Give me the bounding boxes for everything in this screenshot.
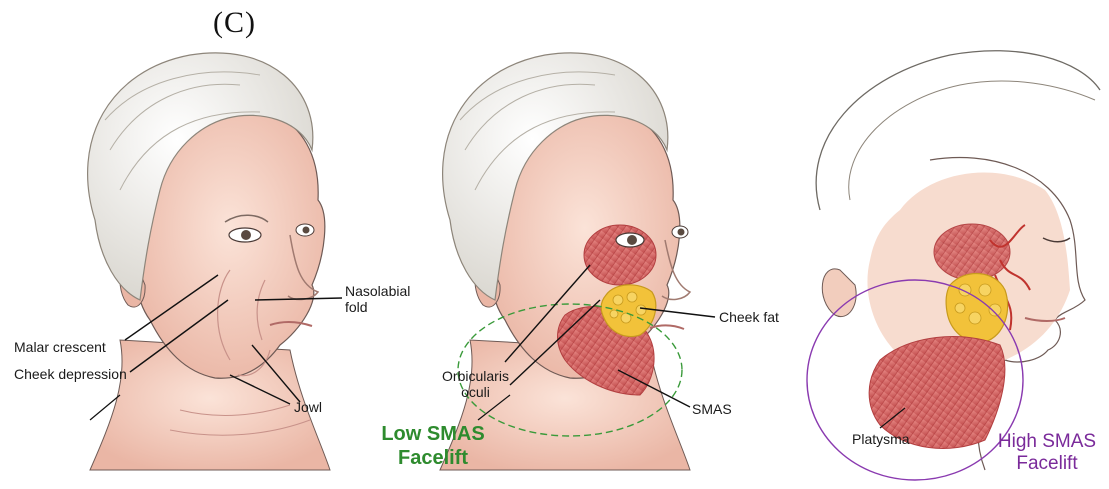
label-fold: fold: [345, 299, 368, 315]
label-smas: SMAS: [692, 401, 732, 417]
panel-label: (C): [213, 6, 256, 40]
label-cheek-depression: Cheek depression: [14, 366, 127, 382]
label-jowl: Jowl: [294, 399, 322, 415]
low-smas-title-line2: Facelift: [368, 447, 498, 470]
middle-face-illustration: [440, 53, 715, 470]
right-face-illustration: [807, 51, 1100, 480]
label-cheek-fat: Cheek fat: [719, 309, 779, 325]
label-malar-crescent: Malar crescent: [14, 339, 106, 355]
low-smas-title-line1: Low SMAS: [368, 423, 498, 446]
label-orbicularis: Orbicularis: [438, 368, 513, 384]
high-smas-title-line1: High SMAS: [988, 431, 1106, 453]
high-smas-title-line2: Facelift: [988, 453, 1106, 475]
label-nasolabial: Nasolabial: [345, 283, 410, 299]
label-oculi: oculi: [438, 384, 513, 400]
label-platysma: Platysma: [852, 431, 910, 447]
